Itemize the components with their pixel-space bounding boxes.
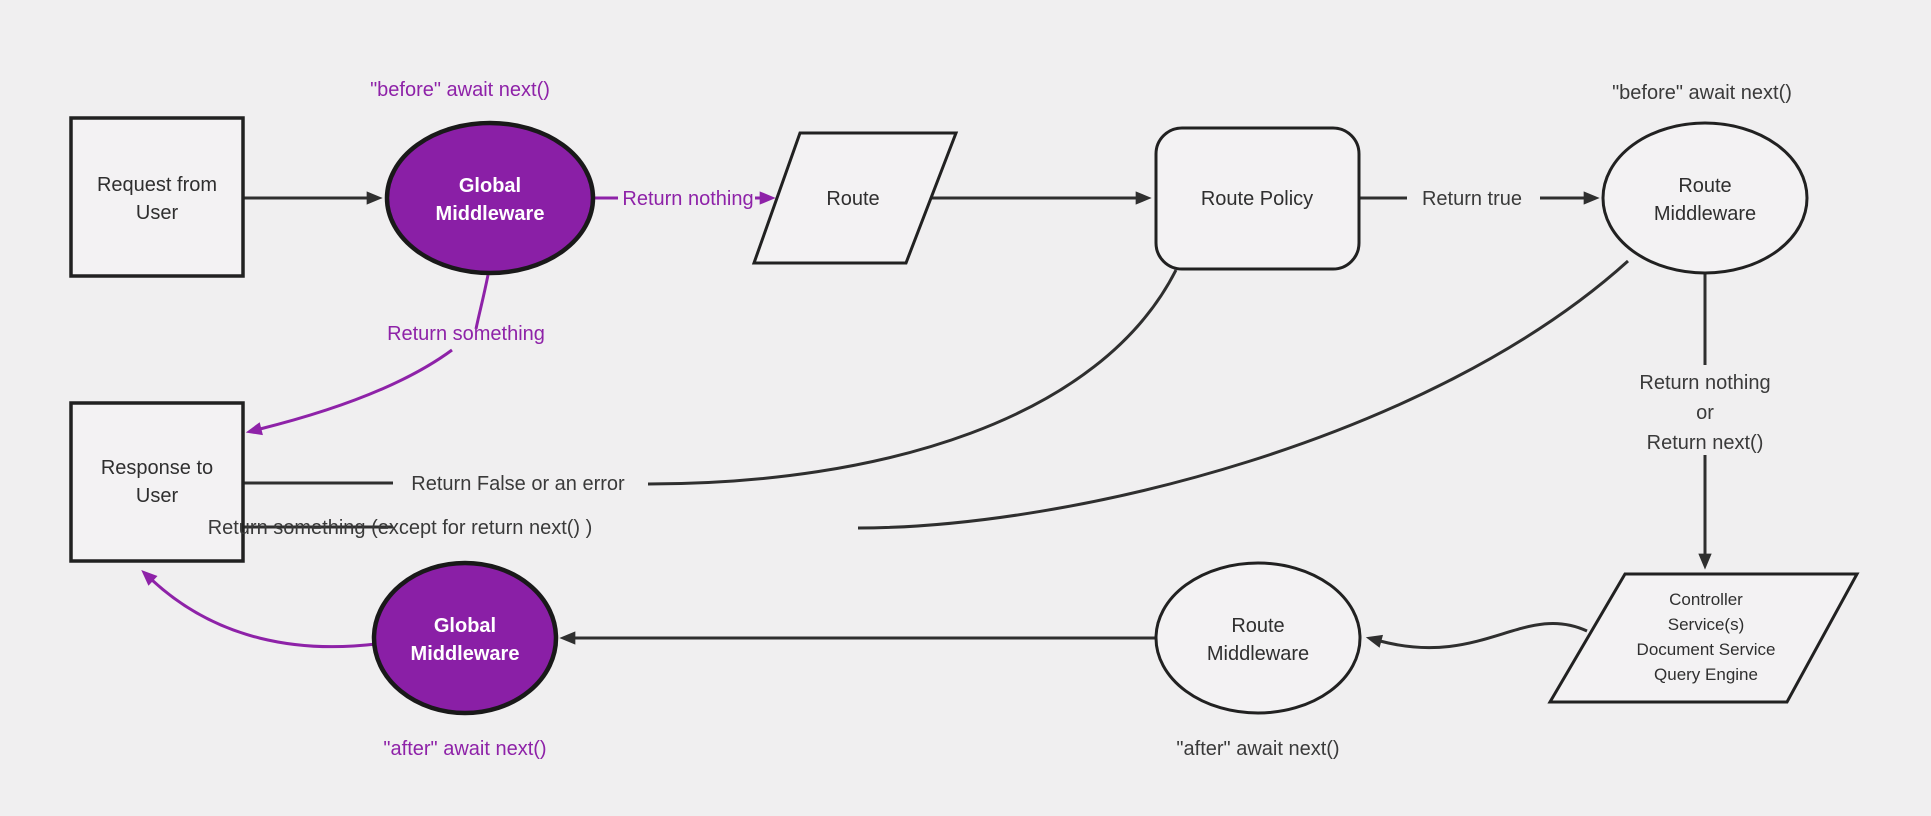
request-from-user-label-line1: Request from bbox=[97, 174, 217, 196]
edge-route-mw-to-response-curve bbox=[857, 259, 1630, 530]
route-label: Route bbox=[826, 188, 879, 210]
request-from-user-label-line2: User bbox=[136, 202, 179, 224]
label-after-await-next-route: "after" await next() bbox=[1176, 738, 1339, 760]
route-middleware-top-node bbox=[1601, 121, 1809, 275]
global-middleware-bottom-node bbox=[371, 560, 559, 716]
label-after-await-next-global: "after" await next() bbox=[383, 738, 546, 760]
controller-label-line2: Service(s) bbox=[1668, 615, 1745, 634]
label-return-vert-line2: or bbox=[1696, 402, 1714, 424]
global-middleware-bottom-label-line2: Middleware bbox=[411, 643, 520, 665]
label-return-something: Return something bbox=[387, 323, 545, 345]
edge-global-mw-bottom-to-response bbox=[141, 570, 377, 649]
label-return-false-or-error: Return False or an error bbox=[411, 473, 625, 495]
route-node bbox=[751, 131, 959, 265]
controller-label-line4: Query Engine bbox=[1654, 665, 1758, 684]
label-return-true: Return true bbox=[1422, 188, 1522, 210]
controller-node bbox=[1547, 572, 1860, 704]
request-from-user-node bbox=[69, 116, 245, 278]
route-policy-label: Route Policy bbox=[1201, 188, 1313, 210]
global-middleware-bottom-label-line1: Global bbox=[434, 615, 496, 637]
response-to-user-label-line2: User bbox=[136, 485, 179, 507]
label-before-await-next-route: "before" await next() bbox=[1612, 82, 1792, 104]
label-return-nothing: Return nothing bbox=[622, 188, 753, 210]
edge-global-mw-return-something-top bbox=[474, 274, 490, 330]
edge-route-policy-to-response-curve bbox=[647, 269, 1178, 486]
route-middleware-top-label-line2: Middleware bbox=[1654, 203, 1756, 225]
route-middleware-top-label-line1: Route bbox=[1678, 175, 1731, 197]
global-middleware-top-node bbox=[384, 120, 596, 276]
label-return-vert-line1: Return nothing bbox=[1639, 372, 1770, 394]
route-middleware-bottom-label-line2: Middleware bbox=[1207, 643, 1309, 665]
route-policy-node bbox=[1154, 126, 1361, 271]
edge-controller-to-route-mw-bottom bbox=[1365, 621, 1588, 650]
route-middleware-bottom-label-line1: Route bbox=[1231, 615, 1284, 637]
global-middleware-top-label-line1: Global bbox=[459, 175, 521, 197]
label-return-vert-line3: Return next() bbox=[1647, 432, 1764, 454]
route-middleware-bottom-node bbox=[1154, 561, 1362, 715]
controller-label-line3: Document Service bbox=[1637, 640, 1776, 659]
response-to-user-node bbox=[69, 401, 245, 563]
label-before-await-next-global: "before" await next() bbox=[370, 79, 550, 101]
edge-global-mw-return-something-bottom bbox=[245, 348, 453, 436]
label-return-something-except: Return something (except for return next… bbox=[208, 517, 593, 539]
response-to-user-label-line1: Response to bbox=[101, 457, 213, 479]
global-middleware-top-label-line2: Middleware bbox=[436, 203, 545, 225]
controller-label-line1: Controller bbox=[1669, 590, 1743, 609]
